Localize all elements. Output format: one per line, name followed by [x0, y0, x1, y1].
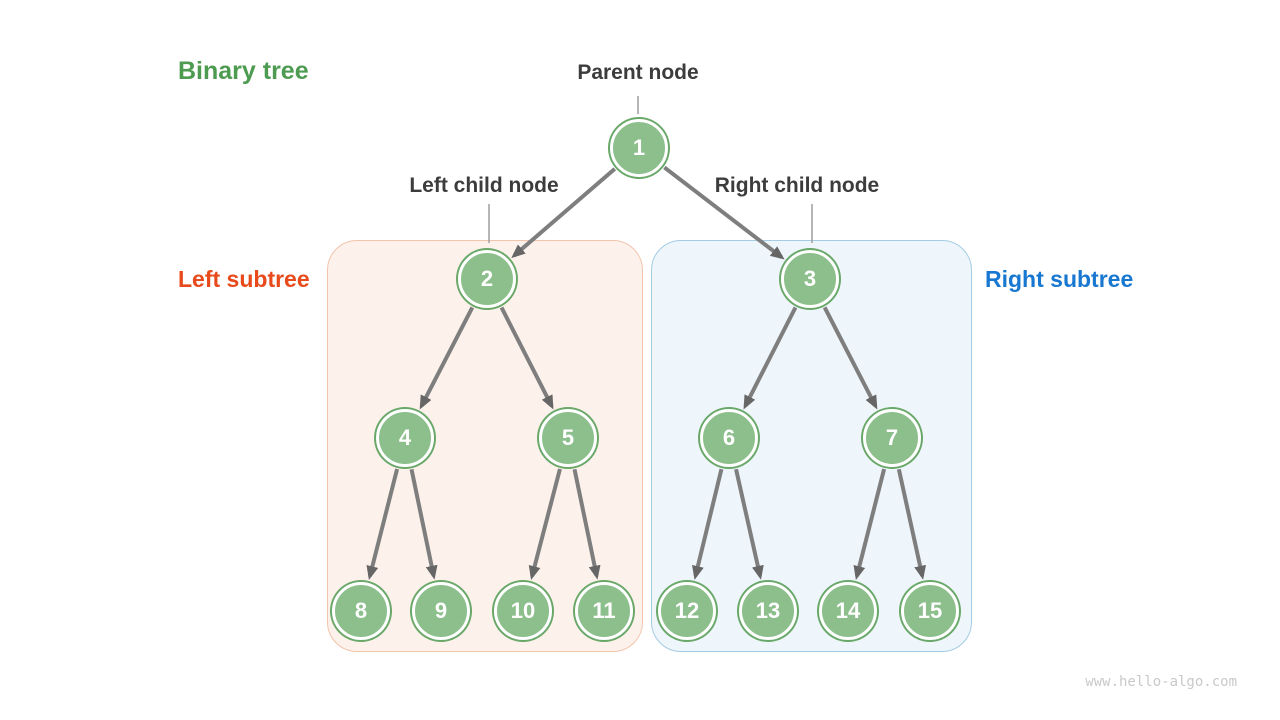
- tree-edge-6-13: [734, 468, 764, 580]
- tree-edge-5-11: [572, 468, 601, 580]
- tree-edge-7-15: [896, 468, 926, 580]
- tree-edge-1-3: [663, 165, 785, 260]
- tree-edge-3-6: [743, 306, 798, 410]
- diagram-title: Binary tree: [178, 57, 309, 85]
- watermark: www.hello-algo.com: [1085, 674, 1237, 690]
- left-child-node-label: Left child node: [409, 174, 559, 197]
- tree-edge-6-12: [692, 468, 724, 580]
- tree-edge-1-2: [511, 167, 617, 259]
- tree-edge-4-9: [409, 468, 438, 580]
- tree-edge-4-8: [366, 468, 400, 580]
- label-connector-lines: [488, 96, 813, 243]
- tree-edge-3-7: [822, 306, 878, 410]
- tree-edge-2-5: [499, 306, 554, 410]
- left-subtree-label: Left subtree: [178, 266, 310, 292]
- right-subtree-label: Right subtree: [985, 266, 1134, 292]
- tree-edge-5-10: [528, 468, 562, 581]
- tree-edge-7-14: [853, 468, 887, 580]
- tree-edge-lines: [366, 165, 926, 581]
- tree-edge-2-4: [419, 306, 475, 410]
- parent-node-label: Parent node: [577, 61, 699, 84]
- right-child-node-label: Right child node: [714, 174, 880, 197]
